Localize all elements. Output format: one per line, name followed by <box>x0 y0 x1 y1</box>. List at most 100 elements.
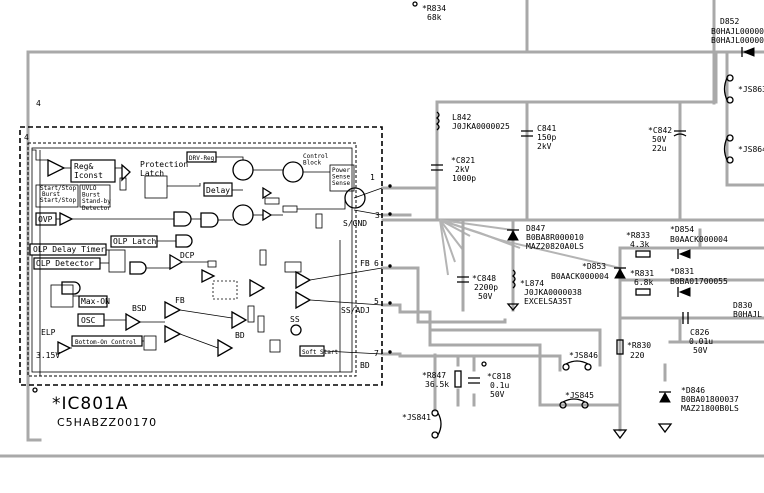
r834: *R834 68k <box>412 1 446 22</box>
d846-part2: MAZ21800B0LS <box>681 404 739 413</box>
c818-value2: 50V <box>490 390 505 399</box>
r834-value: 68k <box>427 13 442 22</box>
l874: *L874 J0JKA0000038 EXCELSA35T <box>506 269 582 312</box>
c848-value1: 2200p <box>474 283 498 292</box>
ic-ss: SS <box>290 315 300 324</box>
c841-value1: 150p <box>537 133 556 142</box>
ic-3-15v: 3.15V <box>36 351 60 360</box>
ic-max-on: Max-ON <box>81 297 110 306</box>
ic-drv-reg: DRV-Reg <box>189 155 215 162</box>
ic-delay: Delay <box>206 186 230 195</box>
d853-ref: *D853 <box>582 262 606 271</box>
ic-bsd: BSD <box>132 304 147 313</box>
pin-ss-adj-label: SS/ADJ <box>341 306 370 315</box>
ic-olp-delay-timer: OLP Delay Timer <box>33 245 105 254</box>
js864-ref: *JS864 <box>738 145 764 154</box>
l874-ref: *L874 <box>520 279 544 288</box>
ic-fb: FB <box>175 296 185 305</box>
d831: *D831 B0BA01700055 <box>670 267 728 297</box>
d831-part: B0BA01700055 <box>670 277 728 286</box>
d852-part2: B0HAJL000000 <box>711 36 764 45</box>
l842-part: J0JKA0000025 <box>452 122 510 131</box>
d852: D852 B0HAJL000000 B0HAJL000000 <box>711 17 764 57</box>
ic-ovp: OVP <box>38 215 53 224</box>
c826-value2: 50V <box>693 346 708 355</box>
d852-ref: D852 <box>720 17 739 26</box>
pin-4-vcc: 4 <box>24 133 29 142</box>
d847-ref: D847 <box>526 224 545 233</box>
d854-part: B0AACK000004 <box>670 235 728 244</box>
d854: *D854 B0AACK000004 <box>670 225 728 259</box>
pin-fb-label: FB <box>360 259 370 268</box>
pin-3: 3 <box>375 211 380 220</box>
c841: C841 150p 2kV <box>521 124 556 151</box>
c842-ref: *C842 <box>648 126 672 135</box>
d830-part: B0HAJL <box>733 310 762 319</box>
r830-value: 220 <box>630 351 645 360</box>
pin-1-d: 1 <box>370 173 375 182</box>
c818-ref: *C818 <box>487 372 511 381</box>
r831-value: 6.8k <box>634 278 653 287</box>
js841-ref: *JS841 <box>402 413 431 422</box>
ic-start-stop: Start/Stop <box>40 185 77 192</box>
c842: *C842 50V 22u <box>648 126 687 153</box>
r847-ref: *R847 <box>422 371 446 380</box>
c841-value2: 2kV <box>537 142 552 151</box>
r833-ref: *R833 <box>626 231 650 240</box>
ic-osc: OSC <box>81 316 96 325</box>
d831-ref: *D831 <box>670 267 694 276</box>
ic-dcp: DCP <box>180 251 195 260</box>
c821-value1: 2kV <box>455 165 470 174</box>
js863: *JS863 <box>723 74 764 104</box>
js846-ref: *JS846 <box>569 351 598 360</box>
ic-soft-start: Soft Start <box>302 349 339 356</box>
r833: *R833 4.3k <box>626 231 651 258</box>
js845: *JS845 <box>559 391 594 409</box>
ic-part-number: C5HABZZ00170 <box>57 416 157 429</box>
c818-value1: 0.1u <box>490 381 509 390</box>
l874-part2: EXCELSA35T <box>524 297 572 306</box>
c841-ref: C841 <box>537 124 556 133</box>
ic-start-stop-2: Start/Stop <box>40 197 77 204</box>
pin-bd-label: BD <box>360 361 370 370</box>
ic-bottom-on-control: Bottom-On Control <box>75 339 137 346</box>
ic-burst: Burst <box>42 191 60 198</box>
ic-elp: ELP <box>41 328 56 337</box>
pin-6: 6 <box>374 259 379 268</box>
d830-ref: D830 <box>733 301 752 310</box>
d852-part1: B0HAJL000000 <box>711 27 764 36</box>
js863-ref: *JS863 <box>738 85 764 94</box>
d847-part1: B0BA8R000010 <box>526 233 584 242</box>
js864: *JS864 <box>723 134 764 164</box>
ic-olp-detector: OLP Detector <box>36 259 94 268</box>
r830-ref: *R830 <box>627 341 651 350</box>
l874-part1: J0JKA0000038 <box>524 288 582 297</box>
d847: D847 B0BA8R000010 MAZ20820A0LS <box>507 224 584 251</box>
r831: *R831 6.8k <box>630 269 654 296</box>
ic-reference: *IC801A <box>52 394 128 414</box>
d854-ref: *D854 <box>670 225 694 234</box>
pin-4-outer: 4 <box>36 99 41 108</box>
r834-ref: *R834 <box>422 4 446 13</box>
c826: C826 0.01u 50V <box>682 312 713 355</box>
c826-value1: 0.01u <box>689 337 713 346</box>
l842: L842 J0JKA0000025 <box>435 111 510 131</box>
c848-ref: *C848 <box>472 274 496 283</box>
d853: *D853 B0AACK000004 <box>551 262 626 281</box>
c821: *C821 2kV 1000p <box>431 156 476 183</box>
c848: *C848 2200p 50V <box>457 274 498 301</box>
wires <box>0 0 764 458</box>
c848-value2: 50V <box>478 292 493 301</box>
r830: *R830 220 <box>612 339 651 440</box>
pin-5: 5 <box>374 297 379 306</box>
js845-ref: *JS845 <box>565 391 594 400</box>
js841: *JS841 <box>402 409 442 439</box>
c842-value1: 50V <box>652 135 667 144</box>
d830: D830 B0HAJL <box>733 301 762 319</box>
r833-value: 4.3k <box>630 240 649 249</box>
c818: *C818 0.1u 50V <box>468 361 511 399</box>
